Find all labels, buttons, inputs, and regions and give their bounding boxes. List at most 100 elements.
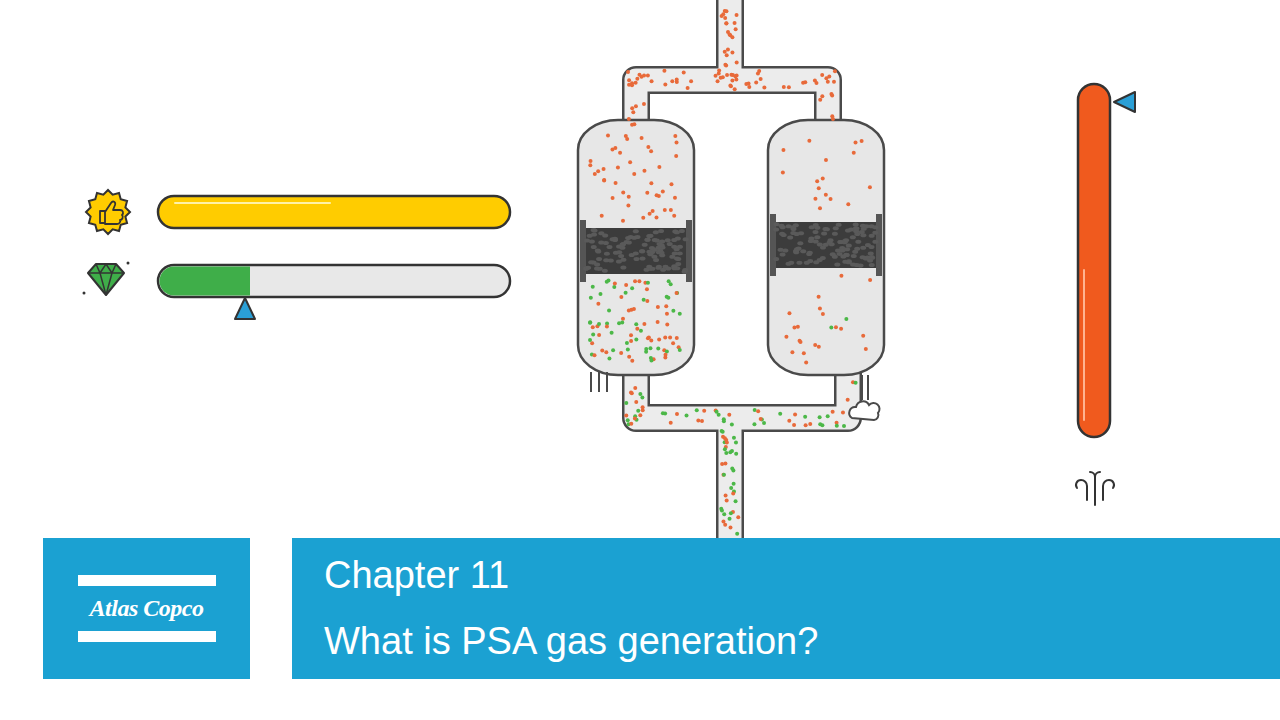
sieve-pellet (782, 248, 788, 252)
purity-meter (83, 190, 511, 319)
molecule-dot (645, 287, 649, 291)
sieve-pellet (594, 267, 600, 271)
sieve-pellet (628, 235, 634, 239)
logo-bar (78, 631, 216, 642)
sieve-pellet (804, 261, 810, 265)
molecule-dot (642, 322, 646, 326)
molecule-dot (588, 163, 592, 167)
molecule-dot (655, 193, 659, 197)
molecule-dot (715, 410, 719, 414)
sieve-pellet (640, 257, 646, 261)
sieve-pellet (679, 229, 685, 233)
right-sieve-bed (773, 222, 879, 268)
sieve-pellet (836, 223, 842, 227)
molecule-dot (854, 140, 858, 144)
right-vessel (768, 120, 884, 375)
sieve-pellet (846, 243, 852, 247)
molecule-dot (787, 419, 791, 423)
molecule-dot (803, 415, 807, 419)
sieve-pellet (603, 241, 609, 245)
molecule-dot (588, 321, 592, 325)
molecule-dot (611, 196, 615, 200)
molecule-dot (820, 94, 824, 98)
molecule-dot (792, 423, 796, 427)
molecule-dot (607, 309, 611, 313)
sieve-pellet (821, 232, 827, 236)
sieve-pellet (773, 228, 779, 232)
molecule-dot (729, 511, 733, 515)
molecule-dot (814, 81, 818, 85)
sieve-pellet (850, 235, 856, 239)
sieve-pellet (604, 252, 610, 256)
molecule-dot (685, 414, 689, 418)
sieve-pellet (655, 266, 661, 270)
sieve-pellet (820, 256, 826, 260)
molecule-dot (661, 411, 665, 415)
sieve-pellet (791, 227, 797, 231)
molecule-dot (637, 279, 641, 283)
molecule-dot (605, 280, 609, 284)
molecule-dot (846, 398, 850, 402)
molecule-dot (717, 68, 721, 72)
molecule-dot (588, 320, 592, 324)
sieve-pellet (813, 223, 819, 227)
molecule-dot (600, 348, 604, 352)
molecule-dot (635, 327, 639, 331)
sieve-pellet (648, 234, 654, 238)
logo-box: Atlas Copco (43, 538, 250, 679)
molecule-dot (634, 400, 638, 404)
molecule-dot (729, 84, 733, 88)
molecule-dot (648, 346, 652, 350)
molecule-dot (724, 21, 728, 25)
molecule-dot (675, 412, 679, 416)
molecule-dot (669, 282, 673, 286)
molecule-dot (721, 473, 725, 477)
sieve-pellet (645, 238, 651, 242)
molecule-dot (804, 423, 808, 427)
sieve-pellet (584, 238, 590, 242)
molecule-dot (616, 166, 620, 170)
molecule-dot (726, 48, 730, 52)
molecule-dot (756, 409, 760, 413)
sieve-pellet (820, 245, 826, 249)
molecule-dot (597, 333, 601, 337)
molecule-dot (702, 409, 706, 413)
sieve-pellet (860, 233, 866, 237)
molecule-dot (593, 172, 597, 176)
molecule-dot (824, 193, 828, 197)
molecule-dot (671, 309, 675, 313)
molecule-dot (818, 306, 822, 310)
molecule-dot (829, 197, 833, 201)
molecule-dot (723, 16, 727, 20)
molecule-dot (752, 422, 756, 426)
molecule-dot (629, 390, 633, 394)
molecule-dot (719, 507, 723, 511)
molecule-dot (591, 325, 595, 329)
purity-marker (235, 298, 255, 319)
molecule-dot (832, 80, 836, 84)
molecule-dot (644, 350, 648, 354)
logo-bar (78, 575, 216, 586)
molecule-dot (675, 80, 679, 84)
gauge-marker (1114, 92, 1135, 112)
molecule-dot (637, 73, 641, 77)
sieve-pellet (868, 224, 874, 228)
flow-bar (158, 196, 510, 228)
molecule-dot (729, 73, 733, 77)
molecule-dot (724, 21, 728, 25)
sieve-pellet (613, 251, 619, 255)
sieve-pellet (649, 246, 655, 250)
molecule-dot (700, 419, 704, 423)
sieve-pellet (659, 253, 665, 257)
molecule-dot (639, 329, 643, 333)
molecule-dot (781, 148, 785, 152)
molecule-dot (675, 141, 679, 145)
sieve-pellet (832, 255, 838, 259)
sieve-pellet (653, 230, 659, 234)
molecule-dot (591, 285, 595, 289)
molecule-dot (723, 436, 727, 440)
title-band: Chapter 11What is PSA gas generation? (292, 538, 1280, 679)
sieve-pellet (869, 263, 875, 267)
sieve-pellet (800, 249, 806, 253)
molecule-dot (600, 214, 604, 218)
